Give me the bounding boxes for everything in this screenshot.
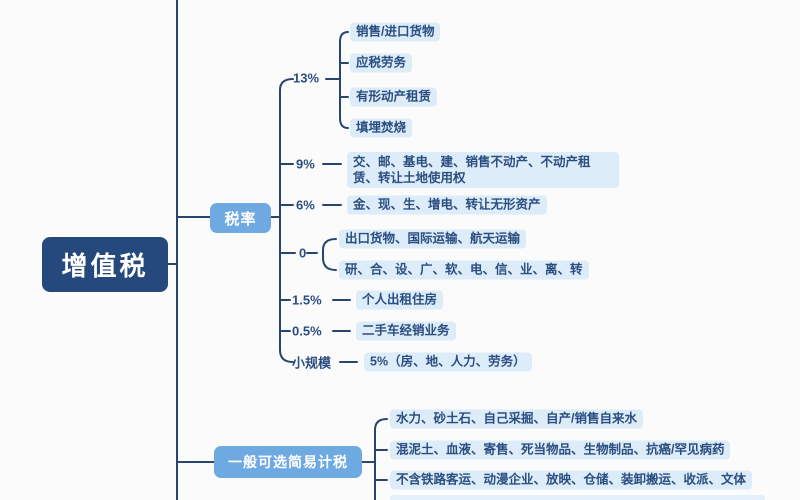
leaf-item-tangible-lease[interactable]: 有形动产租赁 <box>350 87 438 107</box>
leaf-item-zero-services[interactable]: 研、合、设、广、软、电、信、业、离、转 <box>339 260 589 280</box>
branch-node-tax-rate[interactable]: 税率 <box>210 203 271 233</box>
rate-label-13pct[interactable]: 13% <box>293 70 320 86</box>
rate-label-zero[interactable]: 0 <box>299 245 307 261</box>
leaf-item-smallscale-5pct[interactable]: 5%（房、地、人力、劳务） <box>364 352 532 372</box>
leaf-item-cutoff <box>390 495 765 500</box>
leaf-item-simple-transport[interactable]: 不含铁路客运、动漫企业、放映、仓储、装卸搬运、收派、文体 <box>390 470 753 490</box>
leaf-item-export-transport[interactable]: 出口货物、国际运输、航天运输 <box>339 229 527 249</box>
branch-node-simple-taxation[interactable]: 一般可选简易计税 <box>214 446 362 478</box>
rate-label-0-5pct[interactable]: 0.5% <box>292 323 322 339</box>
leaf-item-landfill[interactable]: 填埋焚烧 <box>350 118 413 138</box>
leaf-item-taxable-labor[interactable]: 应税劳务 <box>350 53 413 73</box>
leaf-item-9pct-scope[interactable]: 交、邮、基电、建、销售不动产、不动产租赁、转让土地使用权 <box>347 152 619 188</box>
leaf-item-sales-import[interactable]: 销售/进口货物 <box>350 22 441 42</box>
root-node-vat[interactable]: 增值税 <box>42 237 168 292</box>
simple-spine <box>374 418 388 500</box>
leaf-item-simple-water[interactable]: 水力、砂土石、自己采掘、自产/销售自来水 <box>390 409 643 429</box>
rate-label-1-5pct[interactable]: 1.5% <box>292 292 322 308</box>
leaf-item-usedcar-dealing[interactable]: 二手车经销业务 <box>356 321 456 341</box>
leaves0-bracket <box>322 238 337 271</box>
rate-label-smallscale[interactable]: 小规模 <box>292 355 332 371</box>
leaves13-spine <box>339 31 349 129</box>
rate-label-9pct[interactable]: 9% <box>296 156 315 172</box>
leaf-item-personal-rental[interactable]: 个人出租住房 <box>356 290 444 310</box>
leaf-item-simple-concrete[interactable]: 混泥土、血液、寄售、死当物品、生物制品、抗癌/罕见病药 <box>390 440 731 460</box>
leaf-item-6pct-scope[interactable]: 金、现、生、增电、转让无形资产 <box>347 195 547 215</box>
rate-label-6pct[interactable]: 6% <box>296 197 315 213</box>
rate-spine <box>279 78 294 363</box>
